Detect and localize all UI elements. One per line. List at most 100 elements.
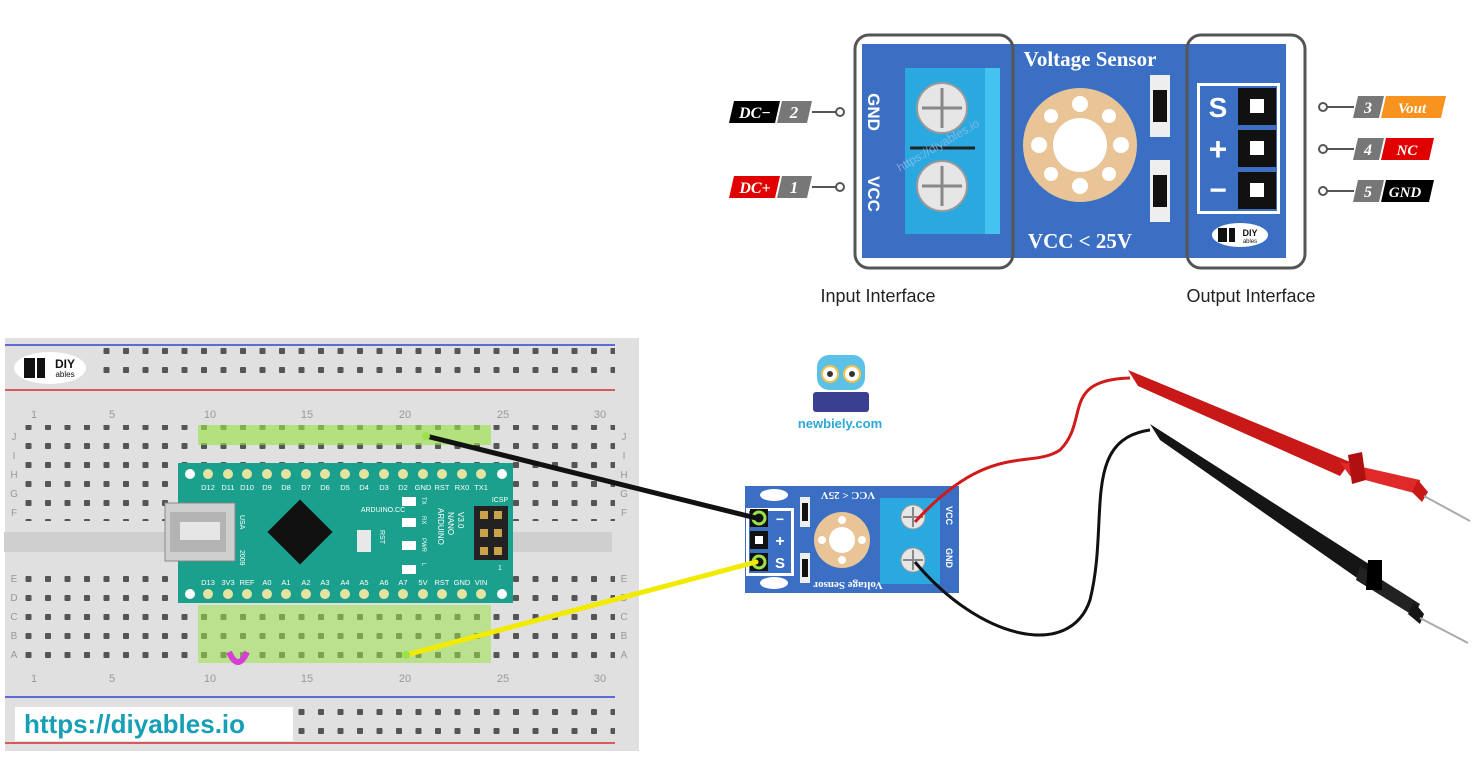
svg-text:D: D (10, 593, 17, 604)
svg-text:H: H (620, 470, 627, 481)
sensor-title: Voltage Sensor (1024, 47, 1157, 71)
svg-text:+: + (775, 533, 784, 550)
svg-text:30: 30 (594, 673, 606, 685)
svg-text:VCC: VCC (944, 506, 954, 526)
reset-button (357, 530, 371, 552)
pin-label: 3V3 (221, 578, 234, 587)
input-interface-frame (853, 33, 1015, 270)
svg-text:A: A (621, 650, 628, 661)
url-banner (15, 707, 293, 741)
pin-label: A3 (320, 578, 329, 587)
svg-text:I: I (623, 451, 626, 462)
svg-text:15: 15 (301, 673, 313, 685)
input-interface-label: Input Interface (820, 286, 935, 306)
svg-text:E: E (11, 574, 18, 585)
pin-label: D3 (379, 483, 389, 492)
pin-tag-dc-plus: DC+ 1 (729, 176, 845, 198)
svg-text:ables: ables (55, 370, 74, 379)
svg-text:G: G (10, 489, 18, 500)
svg-text:5: 5 (109, 409, 115, 421)
svg-text:J: J (12, 432, 17, 443)
svg-text:5: 5 (1364, 184, 1372, 201)
svg-text:ables: ables (1243, 239, 1257, 245)
svg-text:ARDUINO.CC: ARDUINO.CC (361, 507, 405, 514)
pin-tag-nc: 4 NC (1318, 138, 1434, 160)
label-gnd: GND (864, 93, 883, 131)
svg-text:25: 25 (497, 673, 509, 685)
pin-label: D4 (359, 483, 369, 492)
pin-label: RST (435, 483, 450, 492)
pin-label: A1 (281, 578, 290, 587)
pin-label: D10 (240, 483, 254, 492)
svg-text:2: 2 (789, 103, 799, 122)
svg-text:J: J (622, 432, 627, 443)
pin-label: D7 (301, 483, 311, 492)
svg-text:E: E (621, 574, 628, 585)
svg-text:1: 1 (498, 565, 502, 572)
diyables-logo-small: DIY ables (1212, 223, 1268, 247)
svg-text:20: 20 (399, 409, 411, 421)
sensor-rating: VCC < 25V (1028, 229, 1132, 253)
icsp-header (474, 506, 508, 560)
svg-text:I: I (13, 451, 16, 462)
svg-text:B: B (621, 631, 628, 642)
svg-text:RST: RST (378, 530, 385, 545)
top-pin-row (203, 469, 486, 599)
svg-text:1: 1 (790, 178, 799, 197)
wire-black (423, 433, 759, 521)
pin-label: RST (435, 578, 450, 587)
black-probe-lead (913, 428, 1151, 637)
pin-label: D12 (201, 483, 215, 492)
pin-label: RX0 (455, 483, 470, 492)
pin-label: TX1 (474, 483, 488, 492)
svg-text:15: 15 (301, 409, 313, 421)
pin-label: D5 (340, 483, 350, 492)
svg-text:DC+: DC+ (738, 180, 770, 197)
diyables-logo: DIY ables (14, 352, 86, 384)
svg-text:DIY: DIY (1242, 228, 1257, 238)
pin-label: VIN (475, 578, 488, 587)
pin-label: D11 (221, 483, 234, 492)
svg-text:−: − (776, 511, 784, 527)
svg-text:VCC < 25V: VCC < 25V (821, 489, 876, 501)
pin-label: D13 (201, 578, 215, 587)
svg-text:2009: 2009 (238, 550, 245, 566)
microcontroller-chip (267, 499, 333, 565)
svg-text:1: 1 (31, 673, 37, 685)
svg-text:3: 3 (1363, 100, 1372, 117)
svg-text:NANO: NANO (446, 512, 455, 535)
svg-text:25: 25 (497, 409, 509, 421)
pin-label: A2 (301, 578, 310, 587)
pin-tag-vout: 3 Vout (1318, 96, 1446, 118)
svg-text:F: F (11, 508, 17, 519)
wires (402, 376, 1151, 659)
label-minus: − (1209, 174, 1227, 207)
svg-text:B: B (11, 631, 18, 642)
svg-text:1: 1 (31, 409, 37, 421)
output-interface-label: Output Interface (1186, 286, 1315, 306)
svg-text:4: 4 (1363, 142, 1372, 159)
pin-tag-dc-minus: DC− 2 (729, 101, 845, 123)
arduino-nano: D12 D11 D10 D9 D8 D7 D6 D5 D4 D3 D2 GND … (164, 463, 513, 603)
svg-text:DC−: DC− (738, 105, 771, 122)
svg-text:DIY: DIY (55, 357, 75, 371)
svg-text:Voltage Sensor: Voltage Sensor (813, 579, 883, 591)
pin-tag-gnd: 5 GND (1318, 180, 1434, 202)
svg-text:TX: TX (420, 497, 426, 505)
pin-label: A7 (398, 578, 407, 587)
svg-text:GND: GND (1389, 185, 1422, 201)
svg-text:ICSP: ICSP (492, 497, 509, 504)
svg-text:Vout: Vout (1398, 101, 1427, 117)
status-leds: TX RX PWR L (402, 497, 426, 574)
pin-label: REF (240, 578, 255, 587)
svg-text:10: 10 (204, 673, 216, 685)
svg-text:A: A (11, 650, 18, 661)
newbiely-mascot: newbiely.com (798, 355, 882, 431)
svg-text:ARDUINO: ARDUINO (436, 508, 445, 545)
label-s: S (1209, 92, 1228, 123)
output-interface-frame (1185, 33, 1307, 270)
pin-label: GND (415, 483, 432, 492)
laptop-icon (813, 392, 869, 412)
bottom-power-rail (290, 700, 615, 738)
